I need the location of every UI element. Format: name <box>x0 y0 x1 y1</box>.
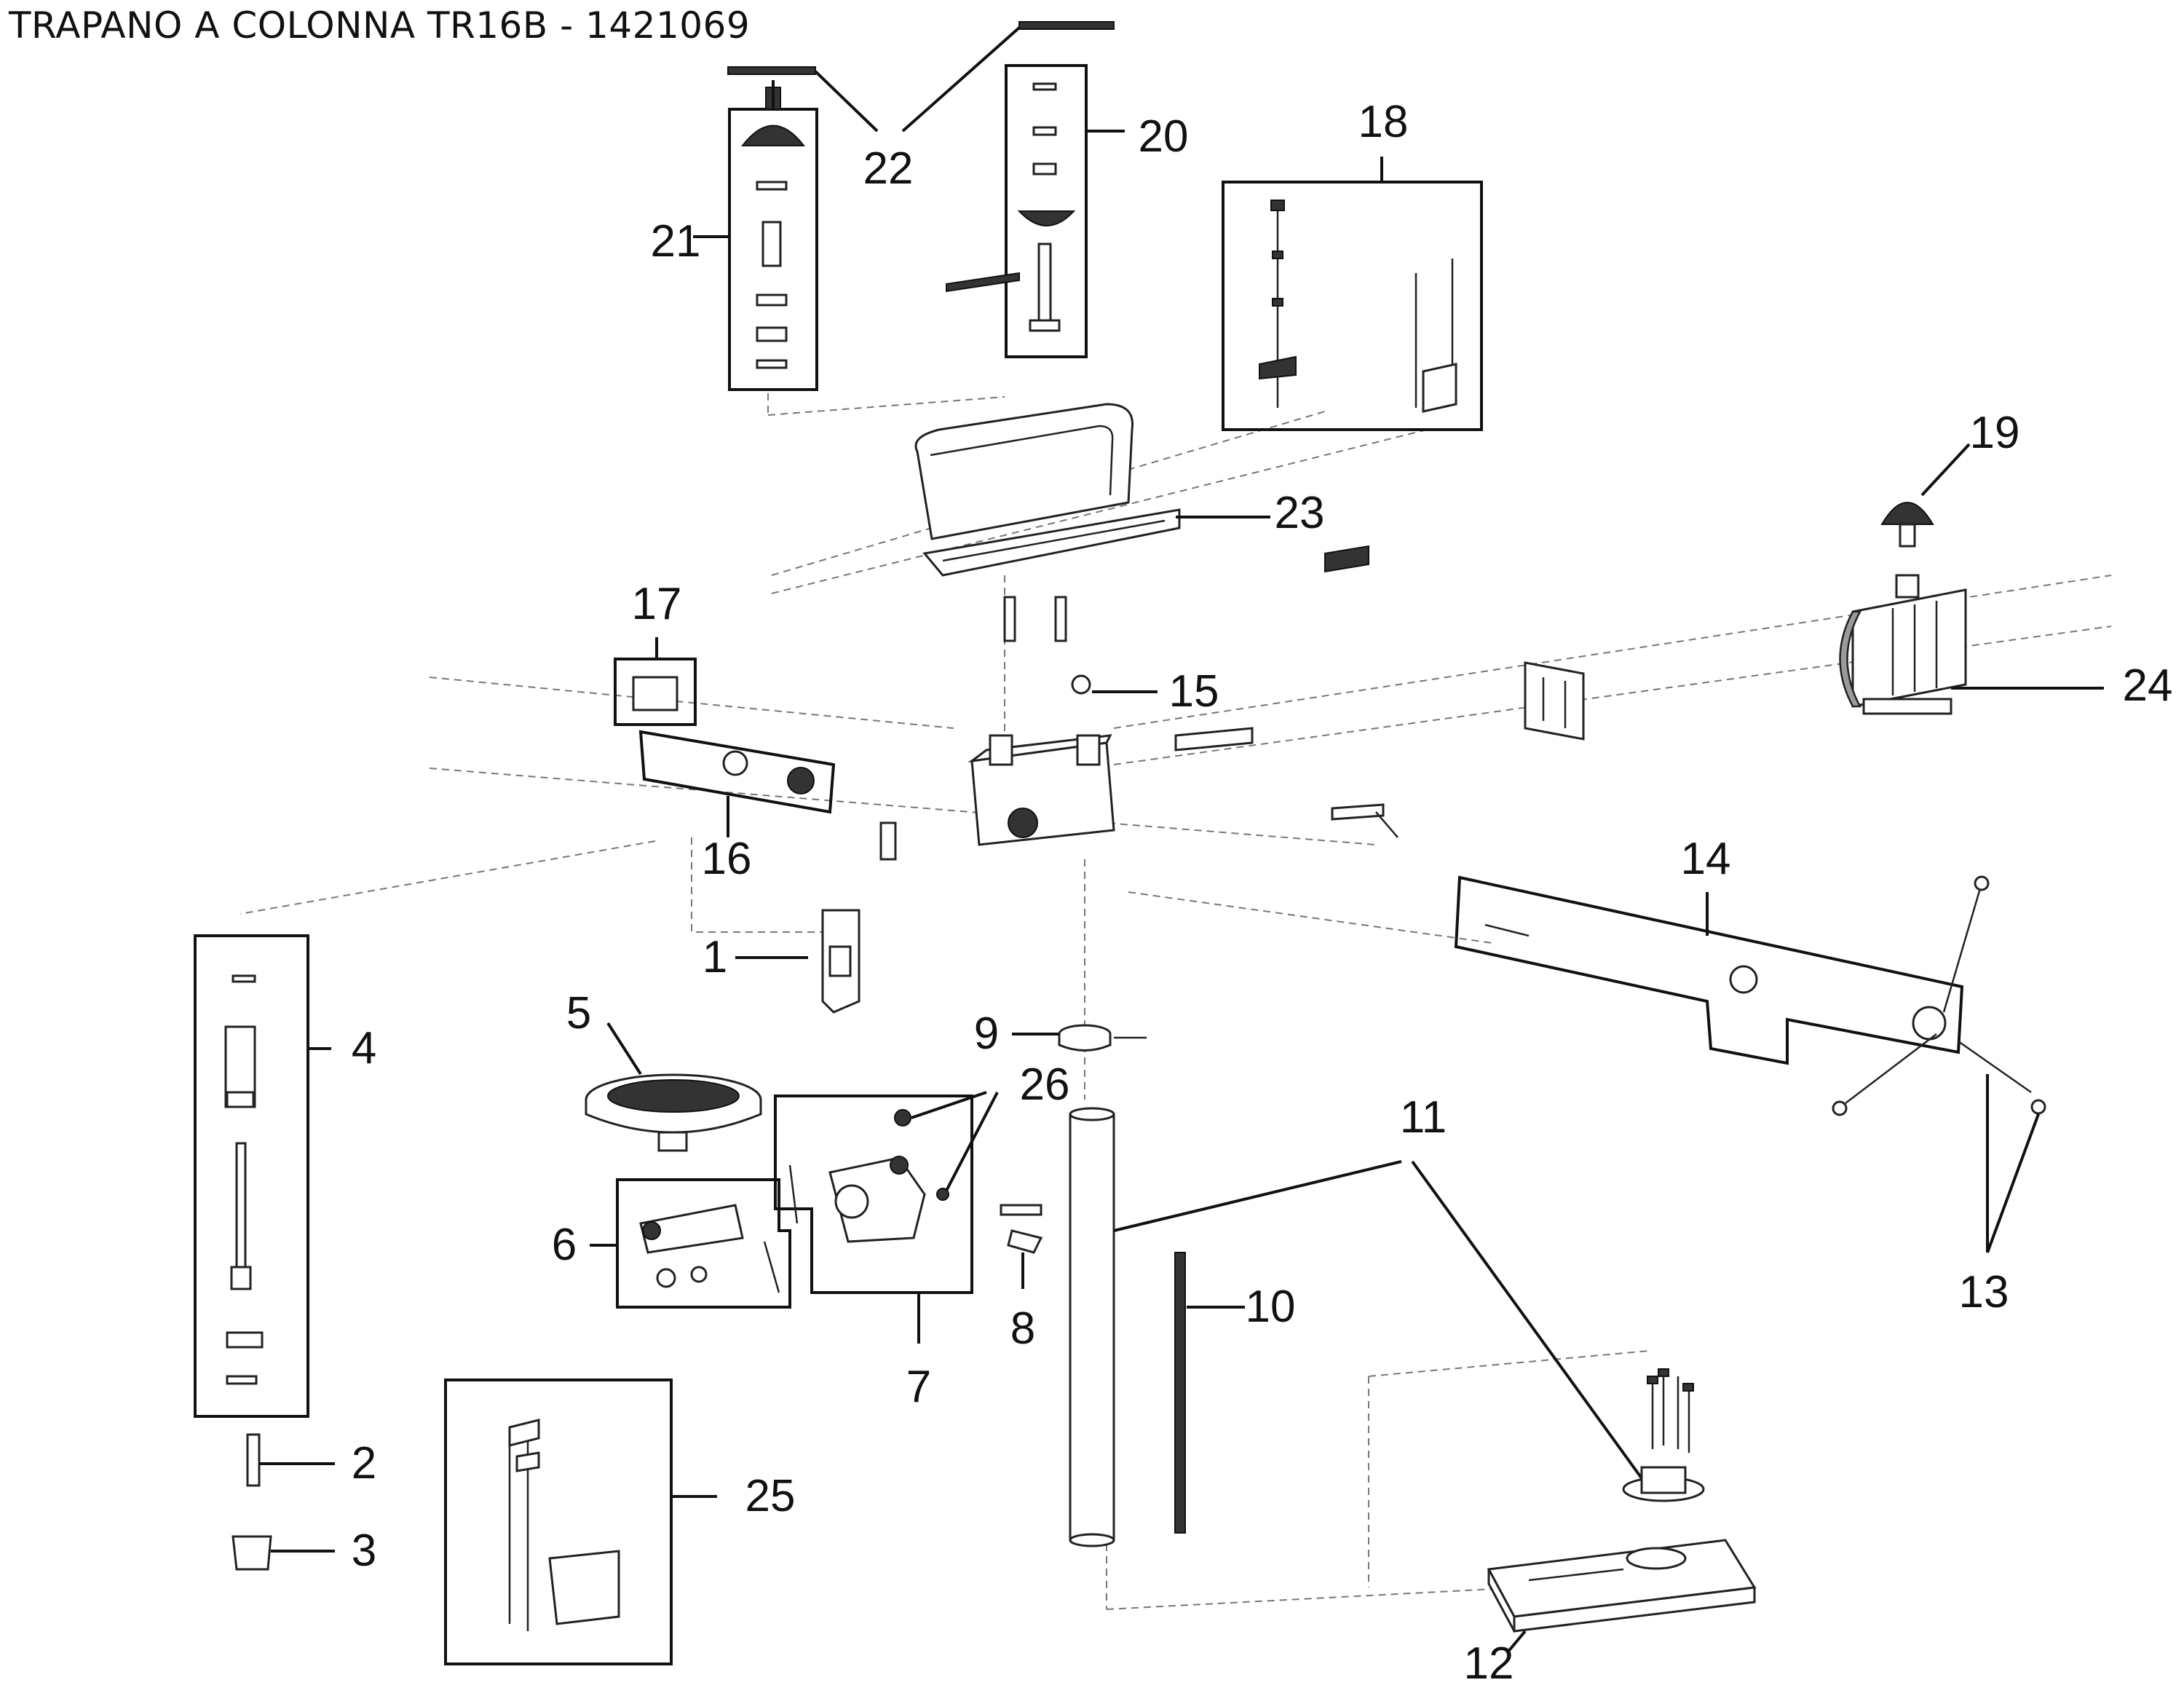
part-group-22 <box>727 21 1115 133</box>
part-group-20 <box>946 64 1125 358</box>
callout-13: 13 <box>1959 1267 2009 1317</box>
part-rack-10 <box>1174 1252 1245 1534</box>
part-panel-16 <box>638 730 836 837</box>
callout-26: 26 <box>1020 1060 1070 1110</box>
callout-5: 5 <box>566 988 591 1038</box>
callout-1: 1 <box>703 932 727 982</box>
part-group-4 <box>194 934 331 1418</box>
part-motor-bracket <box>1524 661 1585 741</box>
callout-16: 16 <box>702 834 752 884</box>
callout-21: 21 <box>651 216 701 267</box>
part-table-bracket-6 <box>590 1178 791 1309</box>
callout-labels: 22 21 20 18 19 23 24 17 15 16 14 1 5 4 9… <box>352 97 2173 1689</box>
callout-11: 11 <box>1400 1092 1447 1143</box>
part-column-11 <box>1069 1107 1643 1547</box>
part-motor-24 <box>1839 574 2104 715</box>
part-belt-cover-23 <box>914 403 1369 577</box>
callout-22: 22 <box>863 143 914 194</box>
callout-19: 19 <box>1970 408 2020 458</box>
callout-12: 12 <box>1464 1638 1514 1689</box>
callout-8: 8 <box>1010 1303 1035 1354</box>
part-knob-19 <box>1880 443 1971 548</box>
callout-7: 7 <box>906 1362 931 1412</box>
callout-14: 14 <box>1681 834 1731 884</box>
part-depth-gauge-1 <box>735 909 860 1014</box>
callout-6: 6 <box>552 1220 577 1270</box>
part-table-5 <box>585 1022 762 1152</box>
part-collar-9 <box>1012 1024 1147 1052</box>
part-arbor-2 <box>246 1433 335 1487</box>
callout-10: 10 <box>1246 1282 1296 1332</box>
part-leaders-26 <box>911 1091 999 1191</box>
part-handles-13 <box>1832 875 2046 1253</box>
part-head-assembly <box>879 596 1398 861</box>
part-column-flange <box>1622 1368 1705 1502</box>
part-group-17 <box>614 637 697 726</box>
callout-2: 2 <box>352 1438 376 1488</box>
callout-23: 23 <box>1275 488 1325 538</box>
part-group-18 <box>1222 157 1483 431</box>
callout-3: 3 <box>352 1526 376 1576</box>
part-chuck-3 <box>232 1535 335 1571</box>
part-pin-8 <box>1000 1204 1043 1289</box>
part-feed-hub-14 <box>1454 875 1964 1065</box>
part-group-25 <box>444 1378 717 1665</box>
part-group-7 <box>774 1094 973 1344</box>
part-group-21 <box>693 80 818 391</box>
diagram-title: TRAPANO A COLONNA TR16B - 1421069 <box>9 4 751 47</box>
callout-24: 24 <box>2123 660 2173 711</box>
part-base-12 <box>1487 1539 1757 1654</box>
callout-25: 25 <box>745 1471 796 1521</box>
callout-20: 20 <box>1139 111 1189 162</box>
callout-18: 18 <box>1358 97 1409 147</box>
callout-17: 17 <box>632 579 682 629</box>
callout-9: 9 <box>974 1009 999 1059</box>
callout-15: 15 <box>1169 666 1219 717</box>
callout-4: 4 <box>352 1023 376 1073</box>
